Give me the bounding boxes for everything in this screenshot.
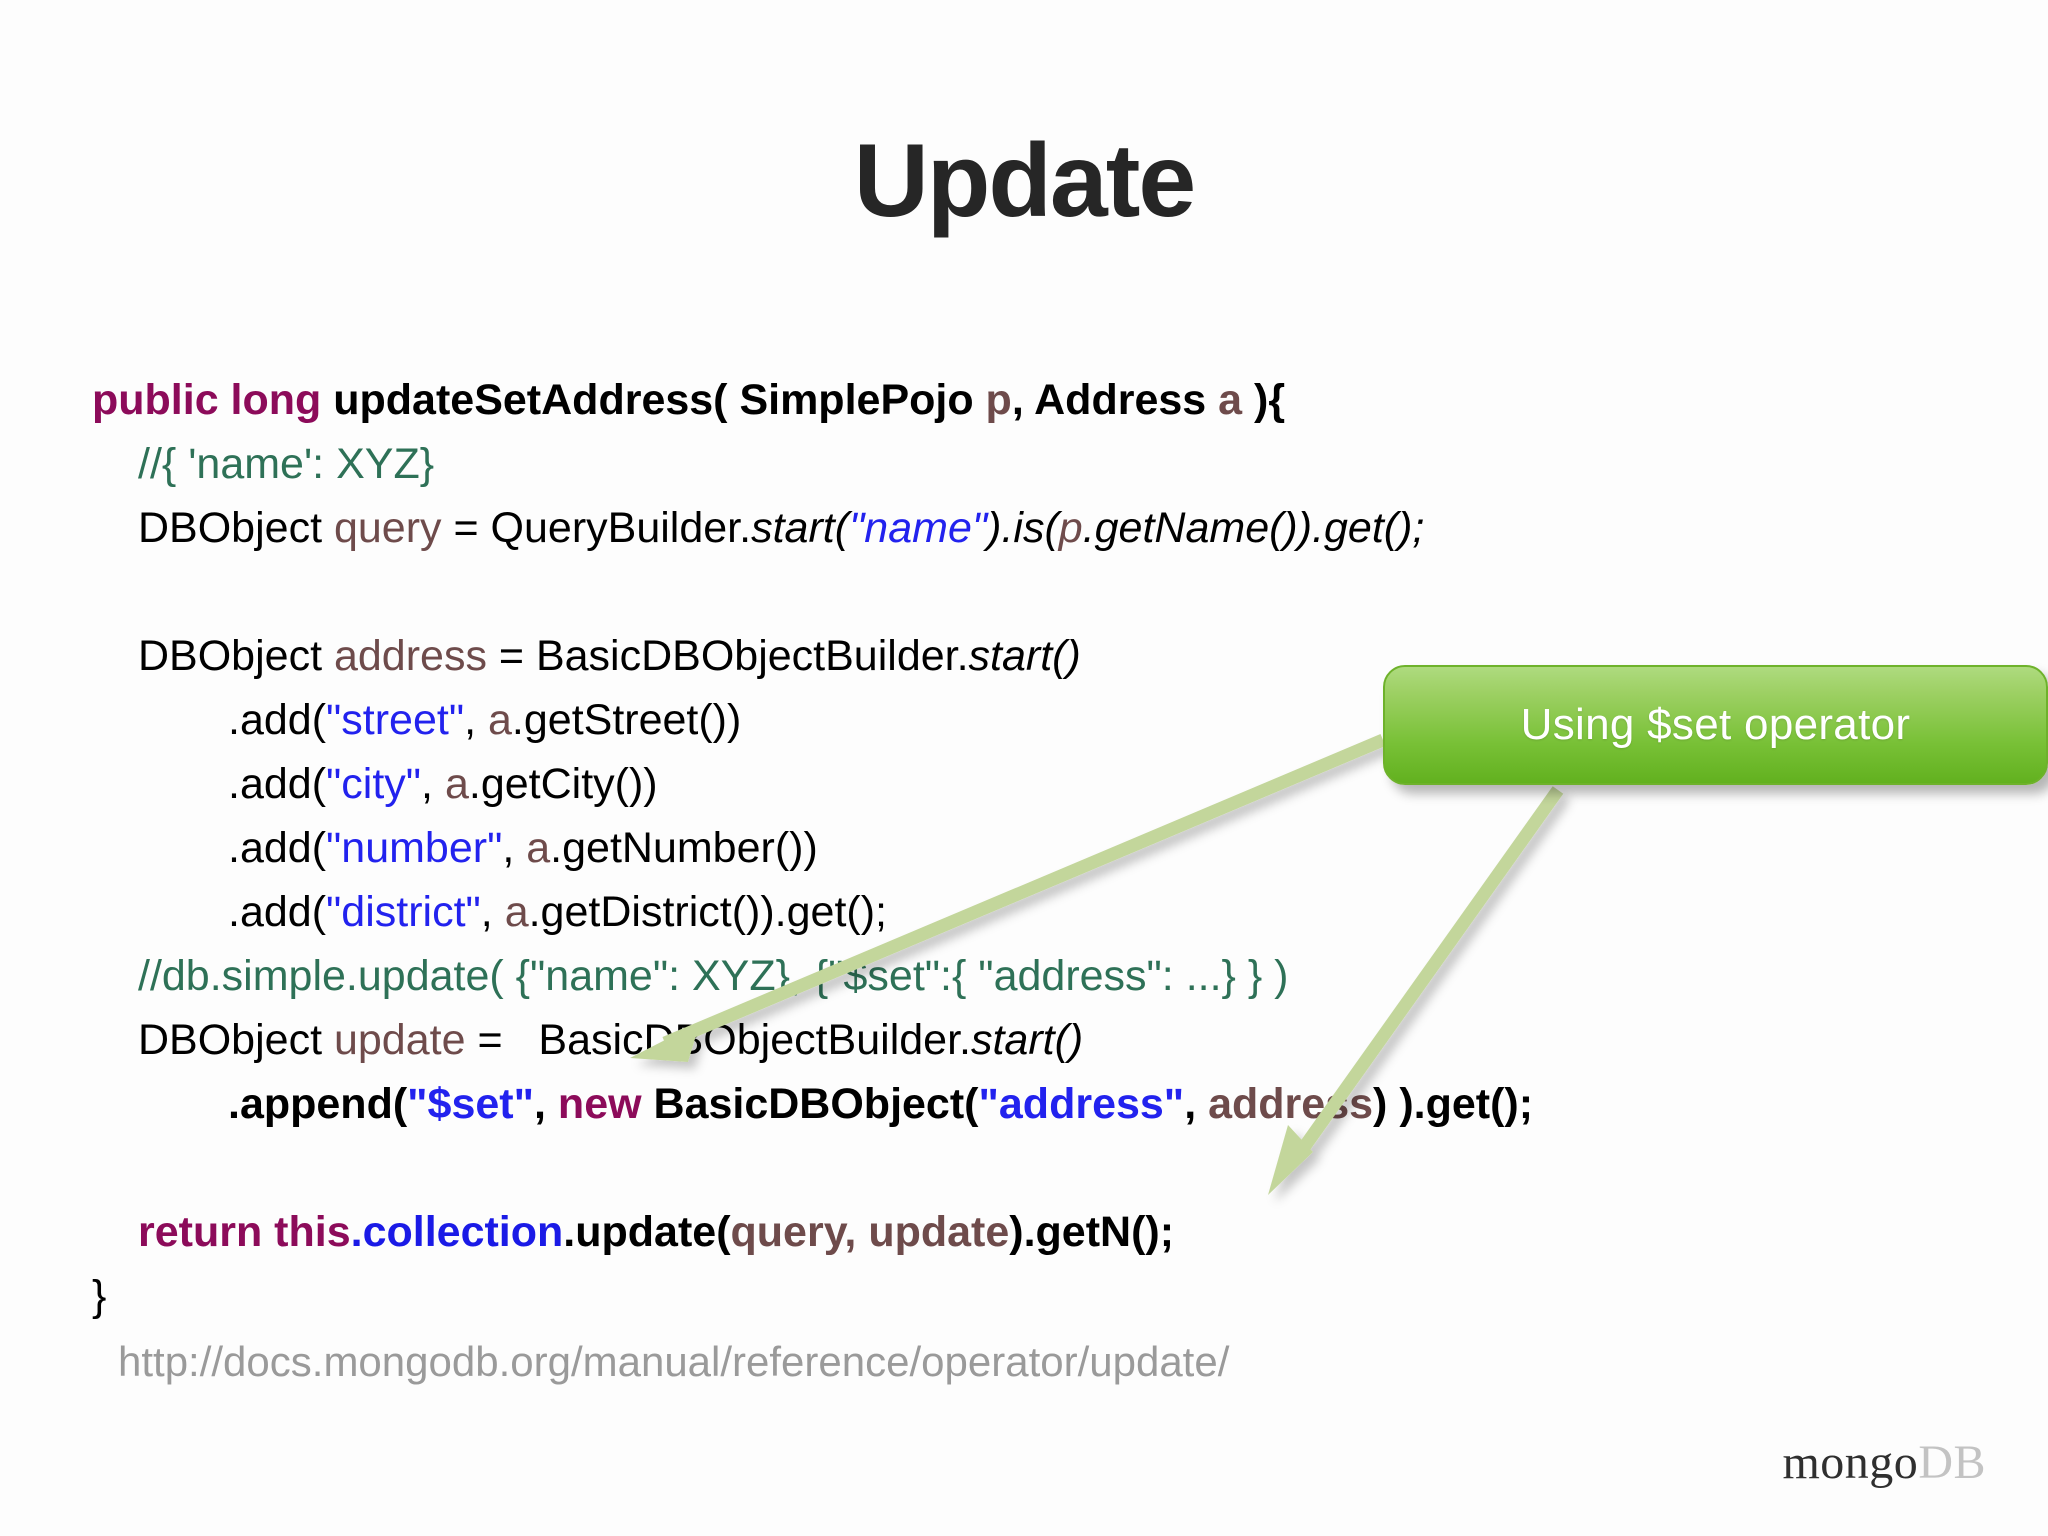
code-token: address: [1208, 1080, 1374, 1128]
code-token: new: [557, 1080, 642, 1128]
code-token: p: [985, 376, 1012, 424]
code-token: DBObject: [138, 632, 334, 680]
code-token: }: [92, 1272, 107, 1320]
code-token: DBObject: [138, 1016, 334, 1064]
reference-url[interactable]: http://docs.mongodb.org/manual/reference…: [118, 1338, 1230, 1385]
code-token: ,: [421, 760, 445, 808]
code-token: a: [526, 824, 551, 872]
line-add-city: .add("city", a.getCity()): [92, 752, 1962, 816]
code-token: a: [504, 888, 529, 936]
code-token: //db.simple.update( {"name": XYZ}, {"$se…: [138, 952, 1289, 1000]
line-add-number: .add("number", a.getNumber()): [92, 816, 1962, 880]
logo-secondary: DB: [1918, 1436, 1986, 1489]
code-token: ,: [534, 1080, 558, 1128]
code-token: start(: [751, 504, 850, 552]
code-token: "address": [978, 1080, 1185, 1128]
code-token: update: [333, 1016, 466, 1064]
code-token: .add(: [228, 696, 327, 744]
code-token: query, update: [730, 1208, 1010, 1256]
code-token: start(): [968, 632, 1081, 680]
code-block: public long updateSetAddress( SimplePojo…: [92, 368, 1962, 1328]
code-token: .add(: [228, 888, 327, 936]
logo-primary: mongo: [1782, 1436, 1919, 1489]
code-token: = BasicDBObjectBuilder.: [486, 632, 969, 680]
code-token: ,: [480, 888, 505, 936]
code-token: .add(: [228, 824, 327, 872]
code-token: .getName()).get();: [1082, 504, 1425, 552]
code-token: .collection: [350, 1208, 564, 1256]
line-address-builder: DBObject address = BasicDBObjectBuilder.…: [92, 624, 1962, 688]
code-token: DBObject: [138, 504, 334, 552]
code-token: = QueryBuilder.: [441, 504, 752, 552]
code-token: "number": [326, 824, 503, 872]
code-token: return this: [138, 1208, 351, 1256]
code-token: , Address: [1011, 376, 1219, 424]
line-append-set: .append("$set", new BasicDBObject("addre…: [92, 1072, 1962, 1136]
code-token: .getStreet()): [511, 696, 742, 744]
code-token: ,: [1184, 1080, 1209, 1128]
code-token: ).getN();: [1009, 1208, 1175, 1256]
line-close-brace: }: [92, 1264, 1962, 1328]
code-token: "district": [326, 888, 481, 936]
code-token: a: [1218, 376, 1243, 424]
code-token: "$set": [407, 1080, 535, 1128]
code-token: //{ 'name': XYZ}: [138, 440, 435, 488]
line-blank-2: [92, 1136, 1962, 1200]
code-token: .append(: [228, 1080, 408, 1128]
code-token: "street": [326, 696, 465, 744]
code-token: "city": [326, 760, 422, 808]
line-signature: public long updateSetAddress( SimplePojo…: [92, 368, 1962, 432]
code-token: ,: [502, 824, 527, 872]
line-add-street: .add("street", a.getStreet()): [92, 688, 1962, 752]
line-comment-shell-update: //db.simple.update( {"name": XYZ}, {"$se…: [92, 944, 1962, 1008]
code-token: ){: [1242, 376, 1286, 424]
code-token: .getDistrict()).get();: [528, 888, 887, 936]
line-blank-1: [92, 560, 1962, 624]
page-title: Update: [853, 123, 1196, 239]
code-token: address: [333, 632, 487, 680]
line-comment-name: //{ 'name': XYZ}: [92, 432, 1962, 496]
line-add-district: .add("district", a.getDistrict()).get();: [92, 880, 1962, 944]
code-token: = BasicDBObjectBuilder.: [465, 1016, 971, 1064]
code-token: .add(: [228, 760, 327, 808]
code-token: start(): [970, 1016, 1084, 1064]
code-token: query: [333, 504, 442, 552]
code-token: public long: [92, 376, 322, 424]
code-token: ) ).get();: [1373, 1080, 1534, 1128]
code-token: .getNumber()): [550, 824, 818, 872]
line-query: DBObject query = QueryBuilder.start("nam…: [92, 496, 1962, 560]
mongodb-logo: mongoDB: [1782, 1435, 1986, 1490]
code-token: "name": [849, 504, 988, 552]
code-token: a: [444, 760, 469, 808]
line-return: return this.collection.update(query, upd…: [92, 1200, 1962, 1264]
code-token: updateSetAddress( SimplePojo: [321, 376, 986, 424]
callout-box[interactable]: Using $set operator: [1383, 665, 2048, 785]
code-token: .getCity()): [468, 760, 658, 808]
line-update-builder: DBObject update = BasicDBObjectBuilder.s…: [92, 1008, 1962, 1072]
code-token: ).is(: [987, 504, 1059, 552]
code-token: p: [1058, 504, 1083, 552]
code-token: a: [488, 696, 512, 744]
code-token: .update(: [563, 1208, 731, 1256]
code-token: ,: [464, 696, 488, 744]
callout-label: Using $set operator: [1520, 700, 1911, 749]
code-token: BasicDBObject(: [641, 1080, 979, 1128]
